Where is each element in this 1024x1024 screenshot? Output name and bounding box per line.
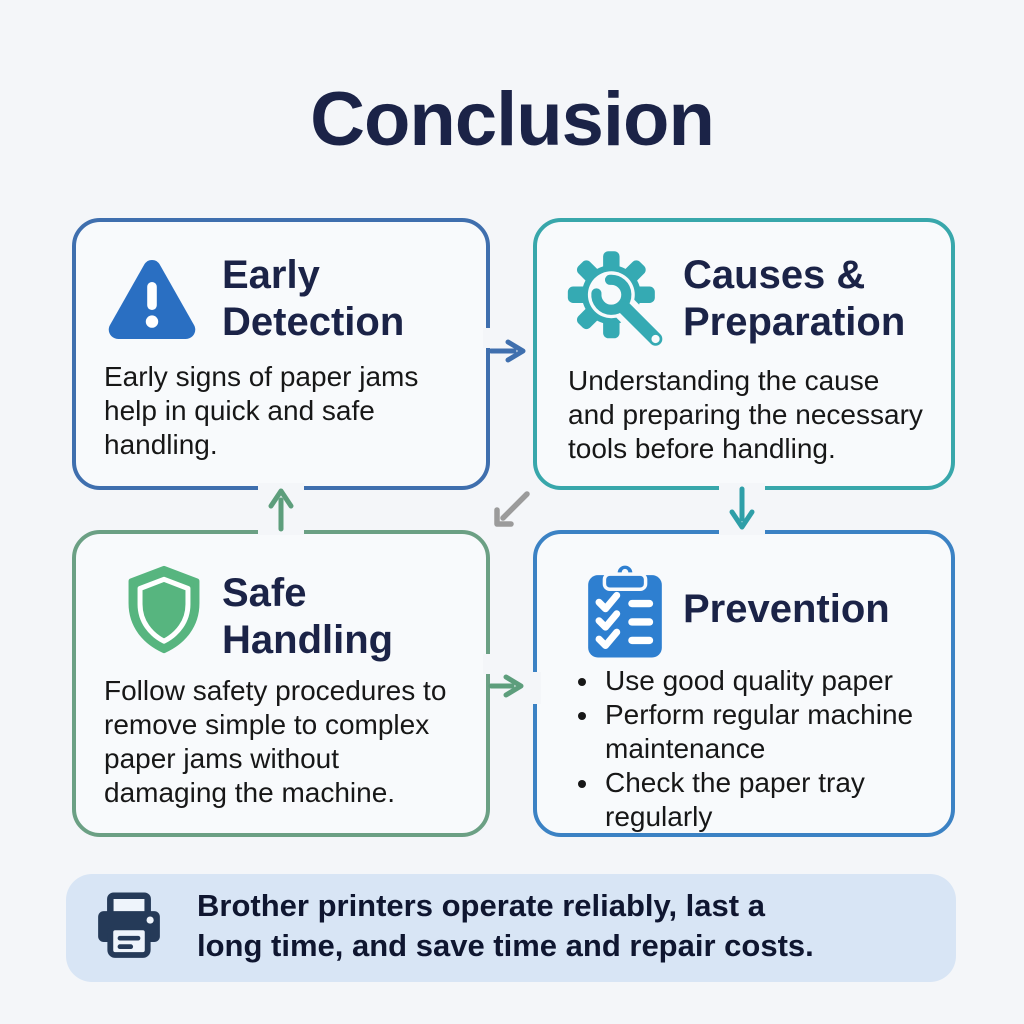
- card-title: Early Detection: [222, 252, 404, 346]
- warning-triangle-icon: [104, 252, 200, 348]
- footer-banner: Brother printers operate reliably, last …: [66, 874, 956, 982]
- card-safe-handling: Safe Handling Follow safety procedures t…: [72, 530, 490, 837]
- card-title-line: Preparation: [683, 300, 906, 344]
- card-title-line: Causes &: [683, 253, 866, 297]
- card-body-text: Early signs of paper jams help in quick …: [104, 361, 419, 460]
- card-body-text: Understanding the cause and preparing th…: [568, 365, 923, 464]
- printer-icon: [90, 890, 168, 968]
- clipboard-checklist-icon: [573, 556, 677, 668]
- arrow-causes-to-prevention: [729, 486, 755, 530]
- bullet-item: Check the paper tray regularly: [601, 766, 959, 834]
- footer-text: Brother printers operate reliably, last …: [197, 888, 814, 963]
- card-title-line: Prevention: [683, 587, 890, 631]
- shield-icon: [118, 558, 210, 660]
- card-title-line: Safe: [222, 571, 307, 615]
- prevention-bullet-list: Use good quality paper Perform regular m…: [575, 664, 959, 834]
- arrow-safe-to-prevention: [488, 674, 524, 698]
- arrow-early-to-causes: [488, 339, 526, 363]
- card-title-line: Handling: [222, 618, 394, 662]
- card-title-line: Early: [222, 253, 320, 297]
- card-early-detection: Early Detection Early signs of paper jam…: [72, 218, 490, 490]
- card-prevention: Prevention Use good quality paper Perfor…: [533, 530, 955, 837]
- card-title-line: Detection: [222, 300, 405, 344]
- gear-wrench-icon: [563, 244, 679, 360]
- bullet-item: Use good quality paper: [601, 664, 959, 698]
- card-body-text: Follow safety procedures to remove simpl…: [104, 675, 447, 808]
- arrow-safe-to-early: [268, 488, 294, 532]
- card-causes-preparation: Causes & Preparation Understanding the c…: [533, 218, 955, 490]
- card-title: Causes & Preparation: [683, 252, 905, 346]
- card-title: Prevention: [683, 586, 890, 633]
- bullet-item: Perform regular machine maintenance: [601, 698, 959, 766]
- page-title: Conclusion: [310, 77, 715, 162]
- arrow-causes-to-safe: [494, 491, 530, 527]
- card-title: Safe Handling: [222, 570, 393, 664]
